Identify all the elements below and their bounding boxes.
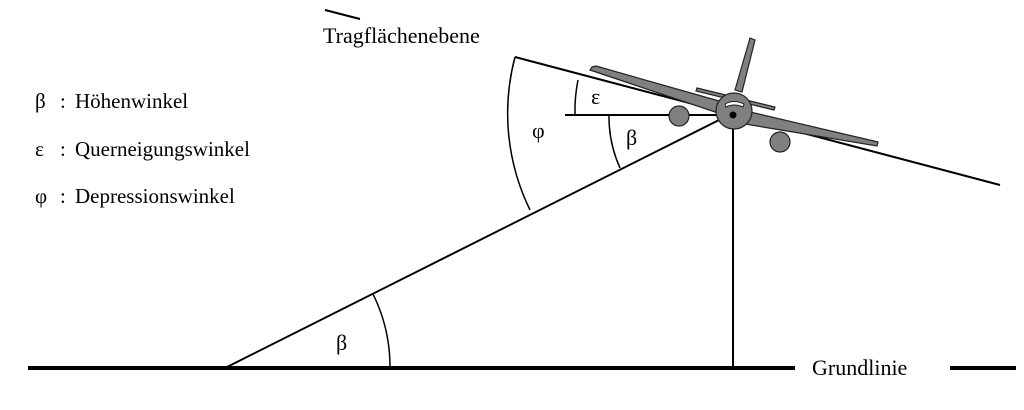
legend-symbol: φ	[35, 184, 47, 208]
phi-arc	[506, 56, 531, 211]
legend: β : Höhenwinkel ε : Querneigungswinkel φ…	[35, 89, 250, 208]
legend-separator: :	[60, 89, 66, 113]
phi-label: φ	[532, 118, 545, 143]
legend-separator: :	[60, 137, 66, 161]
beta-label-ground: β	[336, 330, 347, 355]
ground-line-label: Grundlinie	[812, 355, 907, 380]
beta-label-plane: β	[626, 125, 637, 150]
beta-arc-plane	[608, 114, 621, 169]
epsilon-label: ε	[591, 84, 600, 109]
legend-text: Depressionswinkel	[75, 184, 235, 208]
legend-symbol: ε	[35, 137, 44, 161]
legend-separator: :	[60, 184, 66, 208]
epsilon-arc	[574, 79, 579, 116]
airplane-icon	[589, 37, 879, 153]
line-of-sight	[224, 112, 734, 369]
legend-text: Höhenwinkel	[75, 89, 188, 113]
legend-symbol: β	[35, 89, 46, 113]
wing-plane-label: Tragflächenebene	[323, 23, 480, 48]
beta-arc-ground	[372, 293, 391, 369]
wing-plane-dash	[324, 9, 361, 20]
legend-text: Querneigungswinkel	[75, 137, 250, 161]
